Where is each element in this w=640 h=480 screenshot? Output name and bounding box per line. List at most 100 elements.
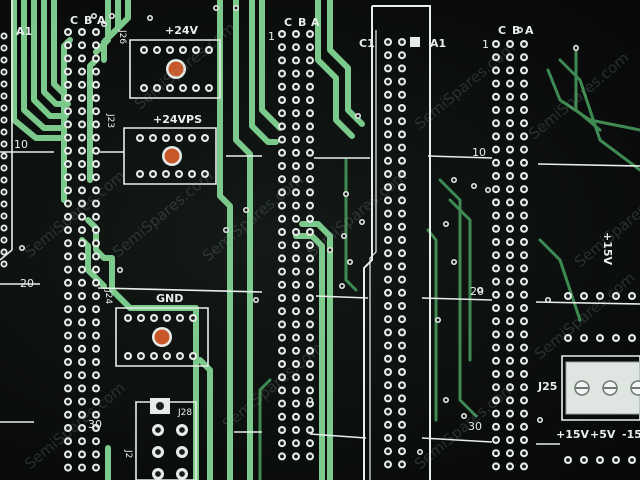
label-plus5v: +5V xyxy=(590,428,616,441)
header-right-pad-r0c1-hole xyxy=(508,42,512,46)
label-plus15v-side: +15V xyxy=(601,232,614,266)
header-left-label-a: A xyxy=(97,14,106,27)
header-mid-pad-r27c2-hole xyxy=(308,388,312,393)
header-mid-pad-r15c0-hole xyxy=(280,230,284,234)
trace-13 xyxy=(315,0,355,139)
header-mid-pad-r2c1-hole xyxy=(294,58,298,63)
comp-gnd-pad-top-3-hole xyxy=(165,316,169,320)
left-edge-pad-12-hole xyxy=(2,178,6,182)
header-mid-label-c: C xyxy=(284,16,292,29)
header-right-pad-r29c2-hole xyxy=(522,424,526,429)
right-power-pad-bottom-2-hole xyxy=(598,458,602,462)
via-11-hole xyxy=(340,284,344,288)
header-right-pad-r25c0-hole xyxy=(494,372,498,376)
header-left-pad-r8c1-hole xyxy=(80,135,84,140)
header-mid-pad-r23c1-hole xyxy=(294,335,298,340)
comp-plus24vps-pad-top-1-hole xyxy=(151,136,155,140)
trace-11 xyxy=(249,0,279,145)
header-left-pad-r1c1-hole xyxy=(80,43,84,48)
trace-1 xyxy=(11,0,63,141)
main-connector-pad-r25c0-hole xyxy=(386,370,390,374)
j28-tab-hole xyxy=(156,402,164,410)
right-power-pad-top-3-hole xyxy=(614,294,618,298)
silk-marker-10-right xyxy=(427,155,493,159)
silk-main-connector-outline xyxy=(372,5,431,480)
header-right-pad-r1c0-hole xyxy=(494,55,498,60)
header-mid-pad-r3c2-hole xyxy=(308,71,312,76)
left-a1-label: A1 xyxy=(16,25,32,38)
comp-plus24v-pad-bottom-5-hole xyxy=(207,86,211,90)
via-4-hole xyxy=(214,6,218,10)
header-right-pad-r18c0-hole xyxy=(494,279,498,284)
header-right-pad-r6c2-hole xyxy=(522,121,526,126)
header-left-pad-r10c1-hole xyxy=(80,162,84,166)
header-left-pad-r9c2-hole xyxy=(94,148,98,153)
header-mid-pad-r9c0-hole xyxy=(280,150,284,155)
header-right-pad-r15c1-hole xyxy=(508,240,512,244)
header-left-pad-r14c1-hole xyxy=(80,214,84,219)
header-right-pad-r14c2-hole xyxy=(522,226,526,231)
comp-plus24v-pad-top-5-hole xyxy=(207,48,211,52)
main-connector-pad-r15c1-hole xyxy=(400,238,404,242)
silk-marker-20-mid-b xyxy=(315,295,369,299)
header-left-pad-r25c0-hole xyxy=(66,360,70,364)
via-26-hole xyxy=(308,398,312,402)
header-mid-pad-r10c0-hole xyxy=(280,164,284,168)
header-right-pad-r1c2-hole xyxy=(522,55,526,60)
watermark-4: SemiSpares.com xyxy=(411,39,519,133)
header-mid-pad-r28c1-hole xyxy=(294,401,298,406)
header-mid-pad-r32c0-hole xyxy=(280,454,284,459)
left-edge-pad-7-hole xyxy=(2,118,6,122)
header-right-pad-r30c0-hole xyxy=(494,438,498,442)
header-left-pad-r12c0-hole xyxy=(66,188,70,193)
via-24-hole xyxy=(224,228,228,232)
header-left-pad-r1c0-hole xyxy=(66,43,70,48)
header-right-pad-r11c0-hole xyxy=(494,187,498,192)
header-left-pad-r26c0-hole xyxy=(66,373,70,378)
header-right-pad-r23c0-hole xyxy=(494,345,498,350)
label-j25: J25 xyxy=(537,380,557,393)
comp-gnd-pad-bottom-4-hole xyxy=(178,354,182,358)
main-connector-pad-r27c0-hole xyxy=(386,396,390,401)
header-mid-pad-r8c0-hole xyxy=(280,137,284,142)
header-mid-pad-r30c1-hole xyxy=(294,428,298,432)
header-left-pad-r28c0-hole xyxy=(66,399,70,404)
comp-plus24vps-pad-bottom-4-hole xyxy=(190,172,194,176)
main-connector-pad-r30c1-hole xyxy=(400,436,404,440)
header-right-pad-r0c2-hole xyxy=(522,42,526,46)
header-right-pad-r7c2-hole xyxy=(522,134,526,139)
right-power-pad-top-0-hole xyxy=(566,294,570,298)
via-3-hole xyxy=(234,6,238,10)
header-right-label-b: B xyxy=(512,24,520,37)
header-right-pad-r17c1-hole xyxy=(508,266,512,271)
via-16-hole xyxy=(452,260,456,264)
header-right-pad-r31c0-hole xyxy=(494,451,498,456)
header-left-pad-r30c2-hole xyxy=(94,426,98,430)
main-connector-pad-r28c1-hole xyxy=(400,409,404,414)
comp-gnd-pad-bottom-2-hole xyxy=(152,354,156,358)
header-mid-pad-r17c2-hole xyxy=(308,256,312,261)
label-j28: J28 xyxy=(177,408,192,418)
comp-plus24v-pad-top-4-hole xyxy=(194,48,198,52)
header-right-pad-r14c0-hole xyxy=(494,226,498,231)
header-left-pad-r10c2-hole xyxy=(94,162,98,166)
header-mid-pad-r14c2-hole xyxy=(308,216,312,221)
header-left-pad-r19c1-hole xyxy=(80,280,84,285)
comp-gnd-pad-bottom-0-hole xyxy=(126,354,130,358)
main-connector-pad-r2c0-hole xyxy=(386,66,390,71)
header-mid-pad-r32c2-hole xyxy=(308,454,312,459)
header-left-pad-r3c2-hole xyxy=(94,69,98,74)
main-connector-pad-r29c0-hole xyxy=(386,422,390,427)
via-29-hole xyxy=(118,268,122,272)
thin-trace-2 xyxy=(448,198,472,362)
header-right-pad-r9c1-hole xyxy=(508,160,512,165)
header-mid-pad-r22c2-hole xyxy=(308,322,312,327)
header-left-pad-r11c1-hole xyxy=(80,175,84,180)
header-left-pad-r6c1-hole xyxy=(80,109,84,114)
via-22-hole xyxy=(538,418,542,422)
trace-20 xyxy=(197,357,213,480)
header-mid-pad-r19c0-hole xyxy=(280,282,284,287)
header-right-pad-r24c2-hole xyxy=(522,358,526,363)
connector-c1-label: C1 xyxy=(359,37,375,50)
